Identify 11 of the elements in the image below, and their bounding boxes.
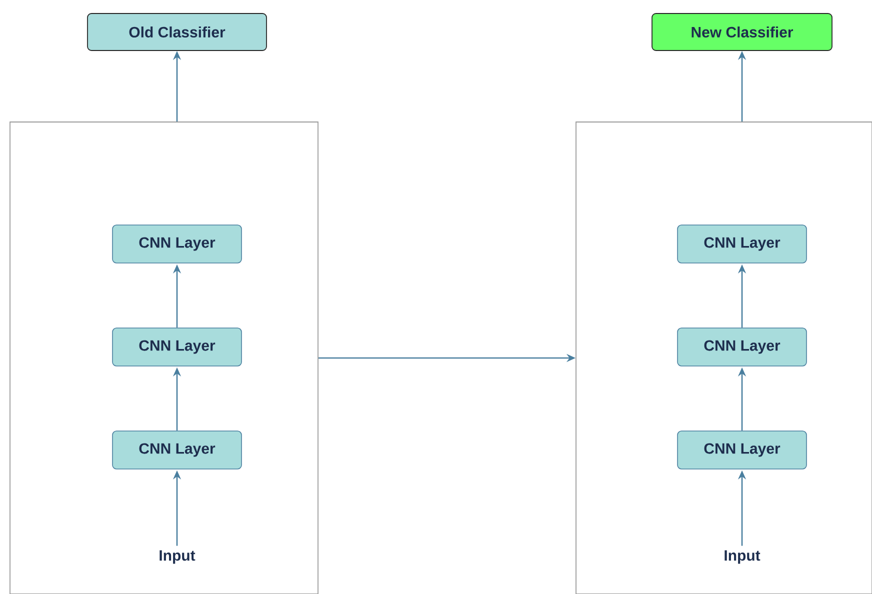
layer-box: CNN Layer <box>677 328 807 366</box>
input-label: Input <box>724 550 760 564</box>
classifier-box: New Classifier <box>652 13 832 51</box>
layer-box: CNN Layer <box>112 430 242 470</box>
layer-box: CNN Layer <box>112 328 242 366</box>
model-frame <box>10 122 318 594</box>
classifier-box: Old Classifier <box>87 13 267 51</box>
layer-box: CNN Layer <box>112 224 242 264</box>
layer-box: CNN Layer <box>677 224 807 264</box>
input-label: Input <box>160 550 196 564</box>
layer-box: CNN Layer <box>677 430 807 470</box>
